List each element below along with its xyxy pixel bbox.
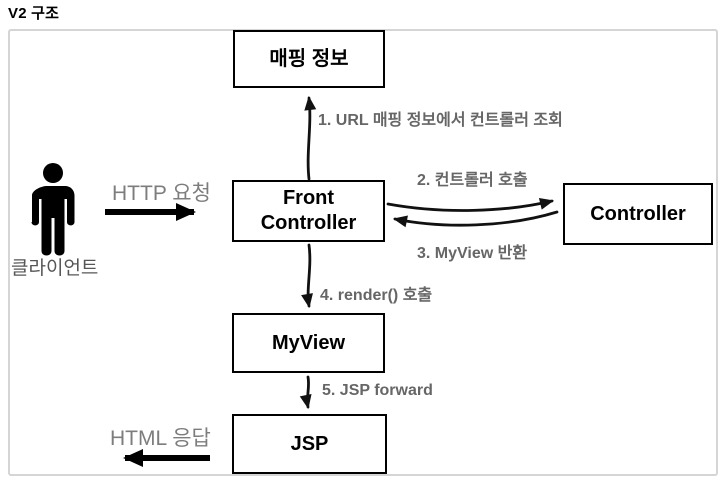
node-myview-label: MyView xyxy=(272,331,345,354)
edge-label-step2: 2. 컨트롤러 호출 xyxy=(417,172,528,189)
node-controller: Controller xyxy=(563,183,713,245)
edge-label-step3: 3. MyView 반환 xyxy=(417,245,528,262)
node-front-controller-label: Front Controller xyxy=(260,187,357,234)
node-controller-label: Controller xyxy=(590,202,686,225)
node-mapping-info-label: 매핑 정보 xyxy=(269,47,349,70)
node-jsp-label: JSP xyxy=(290,432,329,455)
node-jsp: JSP xyxy=(232,414,387,474)
edge-label-step4: 4. render() 호출 xyxy=(320,287,433,304)
actor-label: 클라이언트 xyxy=(11,258,99,279)
node-front-controller: Front Controller xyxy=(232,180,385,242)
edge-label-step1: 1. URL 매핑 정보에서 컨트롤러 조회 xyxy=(318,112,563,129)
person-icon xyxy=(31,163,75,256)
node-myview: MyView xyxy=(232,313,385,373)
diagram-panel xyxy=(8,29,718,476)
edge-label-step5: 5. JSP forward xyxy=(322,382,433,399)
node-mapping-info: 매핑 정보 xyxy=(233,30,385,88)
page-title: V2 구조 xyxy=(8,5,60,22)
edge-label-http-request: HTTP 요청 xyxy=(112,182,211,205)
edge-label-html-response: HTML 응답 xyxy=(110,427,211,450)
